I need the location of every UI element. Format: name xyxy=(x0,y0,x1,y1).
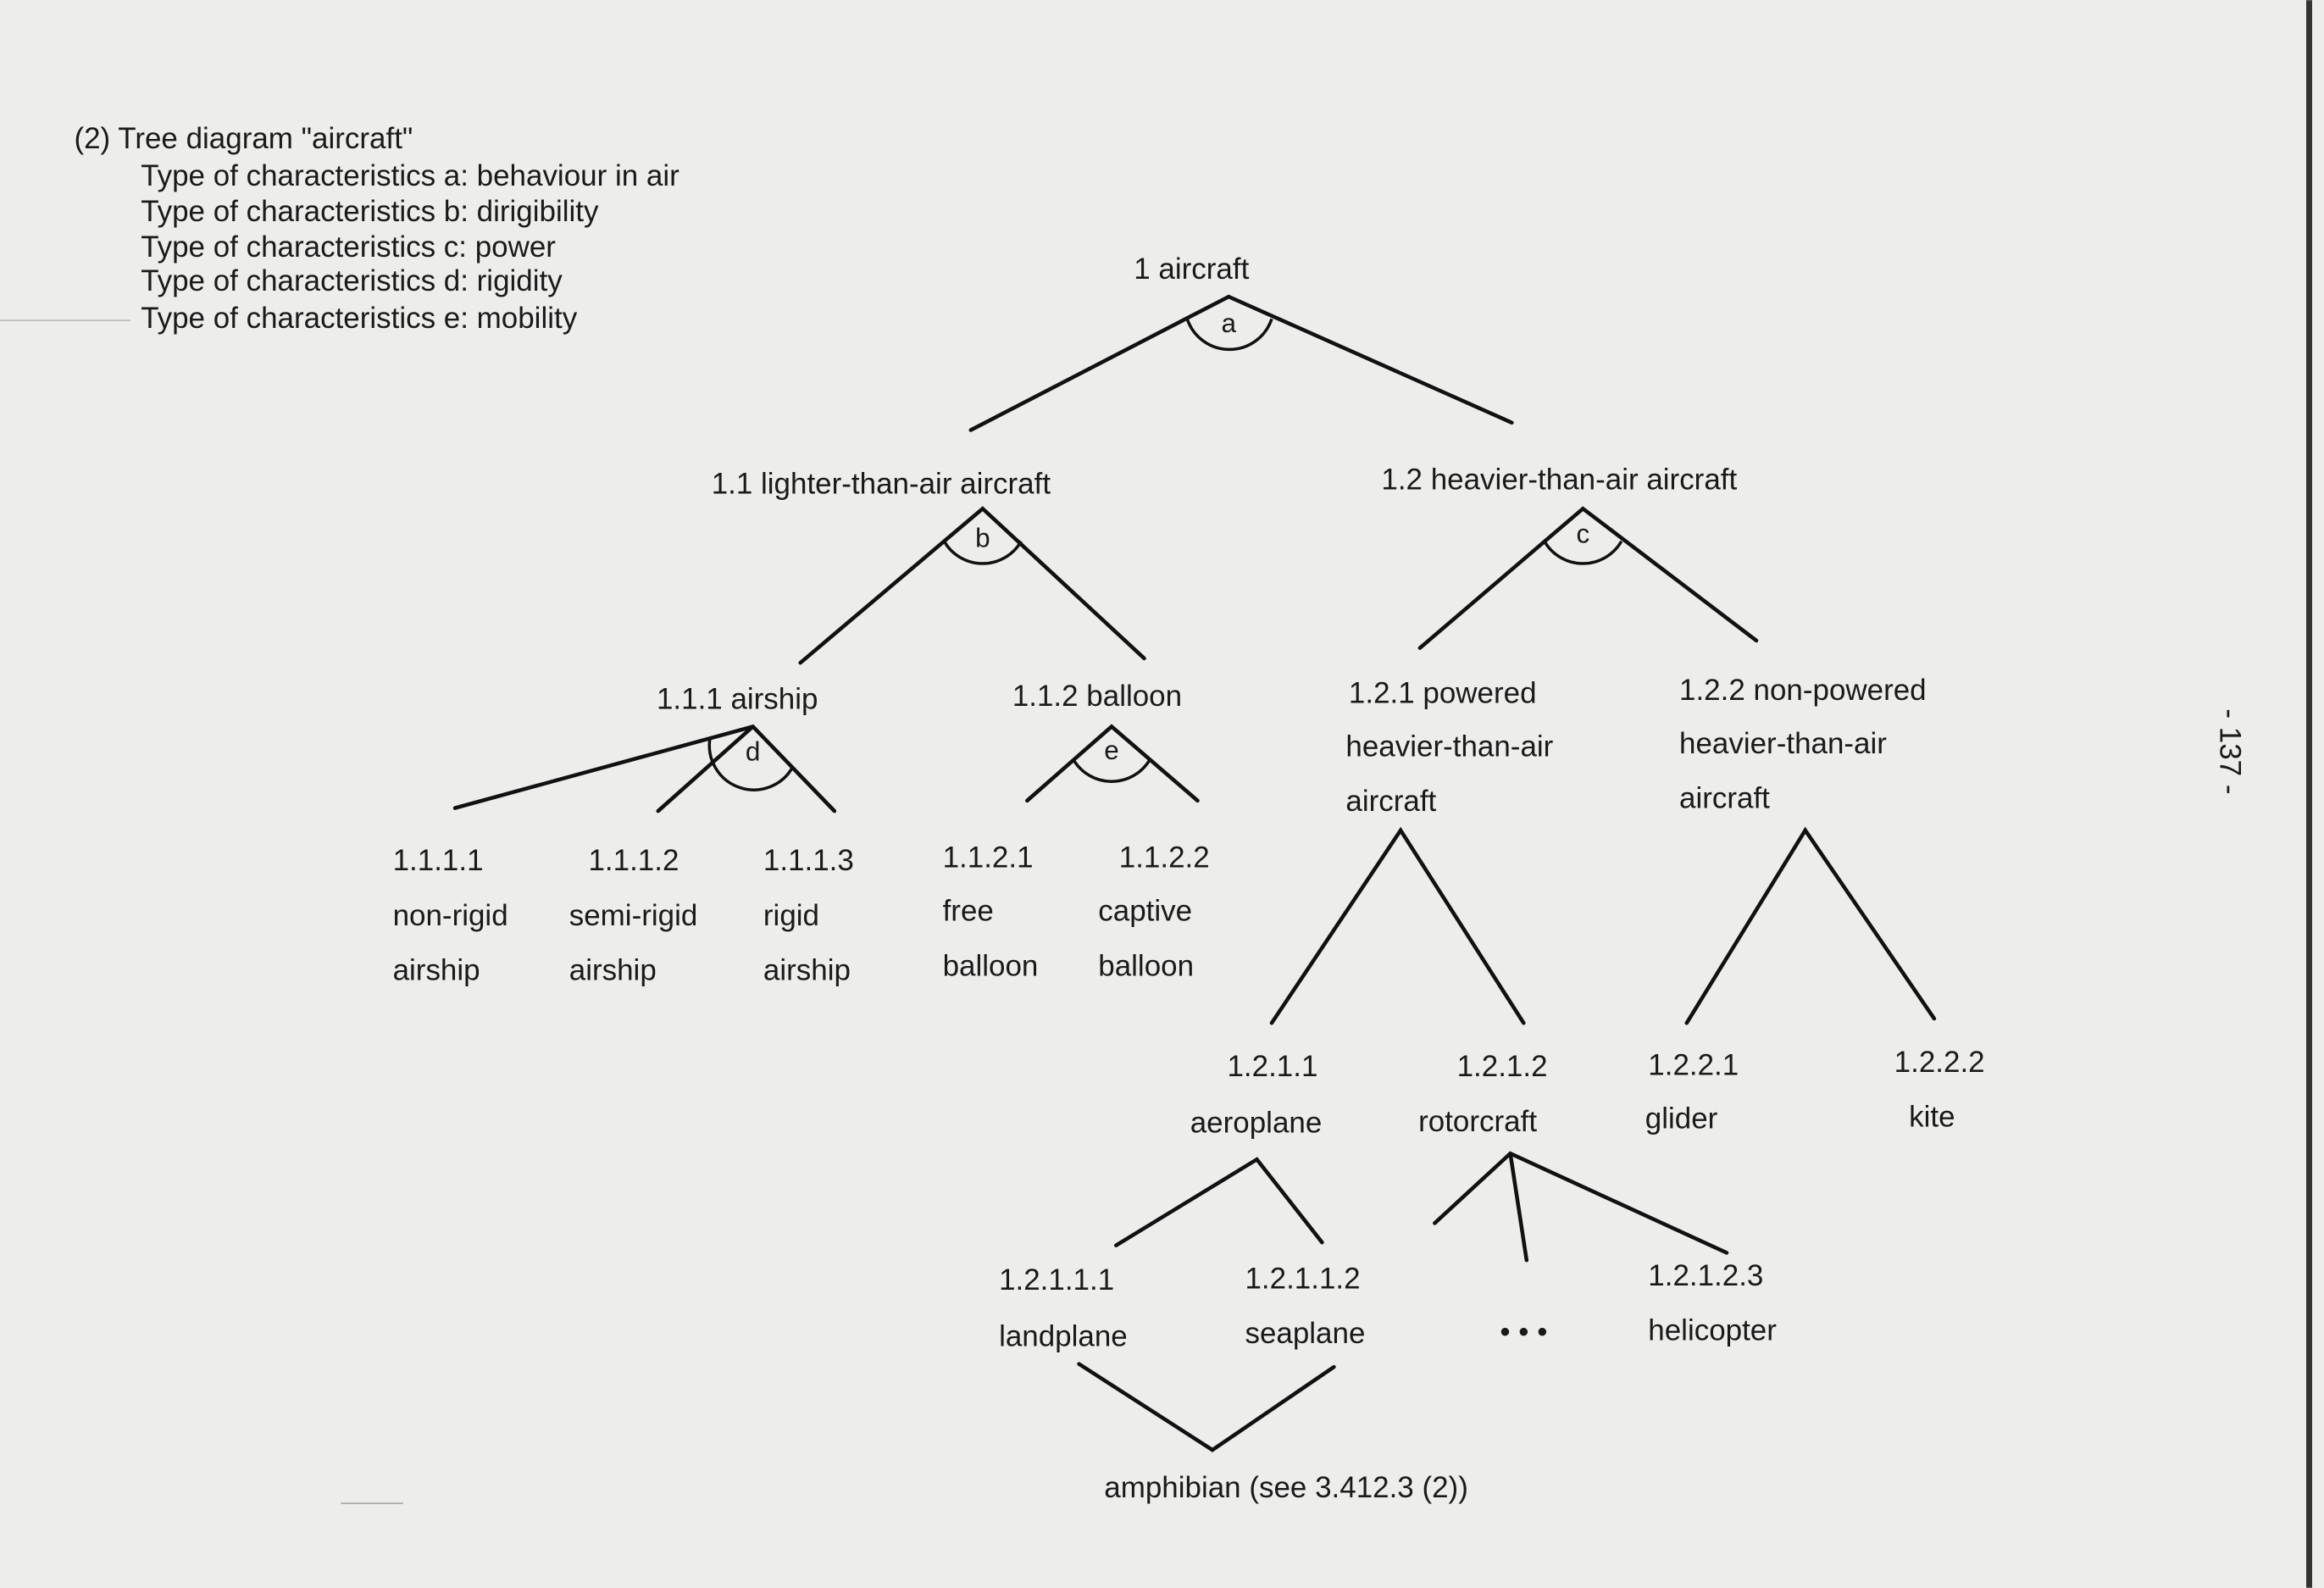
svg-text:1.2.1.2: 1.2.1.2 xyxy=(1457,1050,1548,1083)
characteristic-b: Type of characteristics b: dirigibility xyxy=(141,195,599,228)
node-amphibian: amphibian (see 3.412.3 (2)) xyxy=(1104,1471,1468,1504)
svg-text:seaplane: seaplane xyxy=(1245,1317,1365,1350)
characteristic-marker-a: a xyxy=(1185,308,1273,352)
svg-text:c: c xyxy=(1576,519,1589,548)
svg-text:aeroplane: aeroplane xyxy=(1190,1107,1323,1140)
edge-1-2-2 xyxy=(1684,826,1937,1025)
edge-1-2 xyxy=(1417,506,1759,650)
node-1-2-2: 1.2.2 non-powered heavier-than-air aircr… xyxy=(1679,674,1927,815)
edge-1-1 xyxy=(798,506,1146,665)
svg-text:1.1.1.2: 1.1.1.2 xyxy=(588,844,679,877)
characteristic-d: Type of characteristics d: rigidity xyxy=(141,264,563,297)
svg-text:airship: airship xyxy=(569,954,657,987)
svg-text:rotorcraft: rotorcraft xyxy=(1418,1105,1537,1138)
svg-text:1.1.1.1: 1.1.1.1 xyxy=(393,844,484,877)
svg-text:1.2.1.2.3: 1.2.1.2.3 xyxy=(1648,1259,1763,1292)
svg-text:1.2.2.2: 1.2.2.2 xyxy=(1894,1046,1985,1079)
node-1-1-2: 1.1.2 balloon xyxy=(1012,680,1182,713)
edge-1-1-1 xyxy=(452,724,837,813)
edge-1-2-1-1 xyxy=(1113,1157,1324,1247)
ellipsis-more-nodes: • • • xyxy=(1500,1315,1547,1348)
node-1-1: 1.1 lighter-than-air aircraft xyxy=(712,468,1051,501)
svg-text:semi-rigid: semi-rigid xyxy=(569,899,698,932)
svg-text:1.1.1.3: 1.1.1.3 xyxy=(763,844,854,877)
svg-text:aircraft: aircraft xyxy=(1679,782,1770,815)
svg-text:1.2.2 non-powered: 1.2.2 non-powered xyxy=(1679,674,1927,707)
tree-edges xyxy=(452,294,1937,1452)
characteristic-marker-d: d xyxy=(707,737,795,791)
svg-text:1.1.2.1: 1.1.2.1 xyxy=(943,841,1034,875)
svg-text:e: e xyxy=(1104,736,1119,765)
diagram-title: (2) Tree diagram "aircraft" xyxy=(74,122,413,155)
svg-text:kite: kite xyxy=(1909,1101,1955,1134)
svg-text:landplane: landplane xyxy=(999,1320,1128,1353)
svg-text:b: b xyxy=(975,524,990,553)
characteristic-marker-e: e xyxy=(1072,736,1152,783)
svg-text:1.2.1.1: 1.2.1.1 xyxy=(1227,1050,1317,1083)
svg-text:non-rigid: non-rigid xyxy=(393,899,508,932)
node-1: 1 aircraft xyxy=(1134,253,1249,286)
svg-text:glider: glider xyxy=(1645,1102,1718,1135)
svg-text:heavier-than-air: heavier-than-air xyxy=(1679,727,1887,760)
node-1-2-1-1: 1.2.1.1 aeroplane xyxy=(1190,1050,1323,1139)
node-1-1-2-1: 1.1.2.1 free balloon xyxy=(943,841,1039,983)
characteristic-marker-c: c xyxy=(1543,519,1623,565)
svg-text:captive: captive xyxy=(1098,895,1192,928)
svg-text:1.2.2.1: 1.2.2.1 xyxy=(1648,1049,1739,1082)
node-1-1-2-2: 1.1.2.2 captive balloon xyxy=(1098,841,1209,983)
edge-amphibian xyxy=(1077,1362,1336,1452)
svg-text:free: free xyxy=(943,895,994,928)
edge-1-1-2 xyxy=(1025,724,1200,803)
characteristic-c: Type of characteristics c: power xyxy=(141,230,556,264)
svg-text:1.2.1 powered: 1.2.1 powered xyxy=(1349,676,1537,709)
svg-text:airship: airship xyxy=(393,954,480,987)
node-1-2-1-1-1: 1.2.1.1.1 landplane xyxy=(999,1263,1128,1352)
svg-text:airship: airship xyxy=(763,954,851,987)
characteristic-a: Type of characteristics a: behaviour in … xyxy=(141,159,679,192)
node-1-2-1: 1.2.1 powered heavier-than-air aircraft xyxy=(1345,676,1553,818)
node-1-2: 1.2 heavier-than-air aircraft xyxy=(1381,464,1737,497)
characteristic-e: Type of characteristics e: mobility xyxy=(141,302,578,335)
svg-text:1.2.1.1.2: 1.2.1.1.2 xyxy=(1245,1262,1360,1295)
page-number: - 137 - xyxy=(2214,708,2247,794)
svg-text:1.1.2.2: 1.1.2.2 xyxy=(1119,841,1210,875)
edge-root xyxy=(968,294,1514,432)
node-1-2-1-1-2: 1.2.1.1.2 seaplane xyxy=(1245,1262,1365,1350)
svg-text:a: a xyxy=(1221,308,1236,338)
svg-text:balloon: balloon xyxy=(1098,949,1194,982)
svg-text:balloon: balloon xyxy=(943,949,1039,982)
svg-text:aircraft: aircraft xyxy=(1345,785,1436,818)
characteristic-marker-b: b xyxy=(942,524,1023,565)
node-1-2-1-2-3: 1.2.1.2.3 helicopter xyxy=(1648,1259,1777,1347)
svg-text:rigid: rigid xyxy=(763,899,819,932)
svg-text:helicopter: helicopter xyxy=(1648,1314,1777,1347)
svg-text:d: d xyxy=(746,737,761,767)
svg-text:heavier-than-air: heavier-than-air xyxy=(1345,730,1553,763)
node-1-1-1-1: 1.1.1.1 non-rigid airship xyxy=(393,844,508,986)
edge-1-2-1 xyxy=(1269,826,1526,1025)
node-1-1-1: 1.1.1 airship xyxy=(657,682,818,715)
svg-text:1.2.1.1.1: 1.2.1.1.1 xyxy=(999,1263,1114,1296)
node-1-2-2-1: 1.2.2.1 glider xyxy=(1645,1049,1739,1135)
node-1-2-2-2: 1.2.2.2 kite xyxy=(1894,1046,1985,1134)
edge-1-2-1-2 xyxy=(1433,1151,1729,1263)
node-1-1-1-3: 1.1.1.3 rigid airship xyxy=(763,844,854,986)
node-1-1-1-2: 1.1.1.2 semi-rigid airship xyxy=(569,844,698,986)
node-1-2-1-2: 1.2.1.2 rotorcraft xyxy=(1418,1050,1547,1138)
